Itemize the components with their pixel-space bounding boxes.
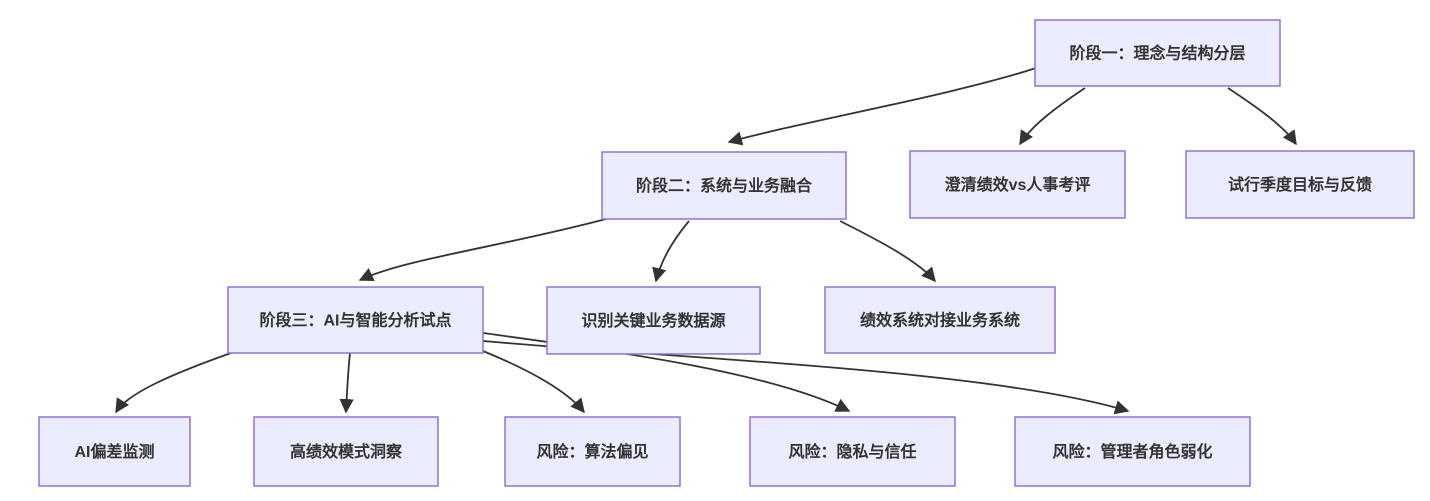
node-phase2: 阶段二：系统与业务融合 xyxy=(601,151,847,220)
node-risk_algo: 风险：算法偏见 xyxy=(504,416,681,487)
node-box-datasource xyxy=(546,286,761,355)
node-phase3: 阶段三：AI与智能分析试点 xyxy=(227,286,484,354)
edges-layer xyxy=(115,67,1297,415)
node-label-insight: 高绩效模式洞察 xyxy=(290,442,403,461)
node-phase1: 阶段一：理念与结构分层 xyxy=(1034,19,1281,87)
node-box-phase1 xyxy=(1034,19,1281,87)
node-label-risk_manager: 风险：管理者角色弱化 xyxy=(1052,442,1212,461)
node-insight: 高绩效模式洞察 xyxy=(253,416,439,487)
edge-phase1-quarterly xyxy=(1227,87,1297,146)
node-box-quarterly xyxy=(1185,150,1415,219)
edge-phase3-risk_algo xyxy=(482,350,585,414)
node-box-risk_privacy xyxy=(749,416,956,487)
node-box-risk_manager xyxy=(1014,416,1251,487)
node-box-clarify xyxy=(909,150,1126,219)
node-integration: 绩效系统对接业务系统 xyxy=(824,286,1056,354)
edge-phase3-bias xyxy=(115,352,232,414)
node-label-integration: 绩效系统对接业务系统 xyxy=(860,311,1020,330)
node-box-insight xyxy=(253,416,439,487)
edge-phase1-phase2 xyxy=(727,67,1037,146)
node-box-bias xyxy=(38,416,191,487)
node-bias: AI偏差监测 xyxy=(38,416,191,487)
node-label-bias: AI偏差监测 xyxy=(74,442,154,461)
edge-phase2-phase3 xyxy=(358,218,607,282)
edge-phase1-clarify xyxy=(1019,87,1086,146)
edge-phase2-integration xyxy=(839,220,936,283)
node-label-phase1: 阶段一：理念与结构分层 xyxy=(1069,44,1245,63)
node-label-risk_algo: 风险：算法偏见 xyxy=(536,442,648,461)
node-label-datasource: 识别关键业务数据源 xyxy=(581,311,725,330)
node-quarterly: 试行季度目标与反馈 xyxy=(1185,150,1415,219)
node-box-risk_algo xyxy=(504,416,681,487)
node-risk_privacy: 风险：隐私与信任 xyxy=(749,416,956,487)
edge-phase2-datasource xyxy=(652,220,690,283)
node-datasource: 识别关键业务数据源 xyxy=(546,286,761,355)
edge-phase3-risk_privacy xyxy=(482,332,851,412)
edge-phase3-insight xyxy=(339,352,354,414)
node-box-phase3 xyxy=(227,286,484,354)
node-label-phase3: 阶段三：AI与智能分析试点 xyxy=(259,311,451,330)
node-label-clarify: 澄清绩效vs人事考评 xyxy=(945,175,1091,194)
node-box-phase2 xyxy=(601,151,847,220)
node-label-phase2: 阶段二：系统与业务融合 xyxy=(636,176,813,195)
node-label-quarterly: 试行季度目标与反馈 xyxy=(1228,175,1372,194)
node-box-integration xyxy=(824,286,1056,354)
node-clarify: 澄清绩效vs人事考评 xyxy=(909,150,1126,219)
node-risk_manager: 风险：管理者角色弱化 xyxy=(1014,416,1251,487)
node-label-risk_privacy: 风险：隐私与信任 xyxy=(788,442,916,461)
